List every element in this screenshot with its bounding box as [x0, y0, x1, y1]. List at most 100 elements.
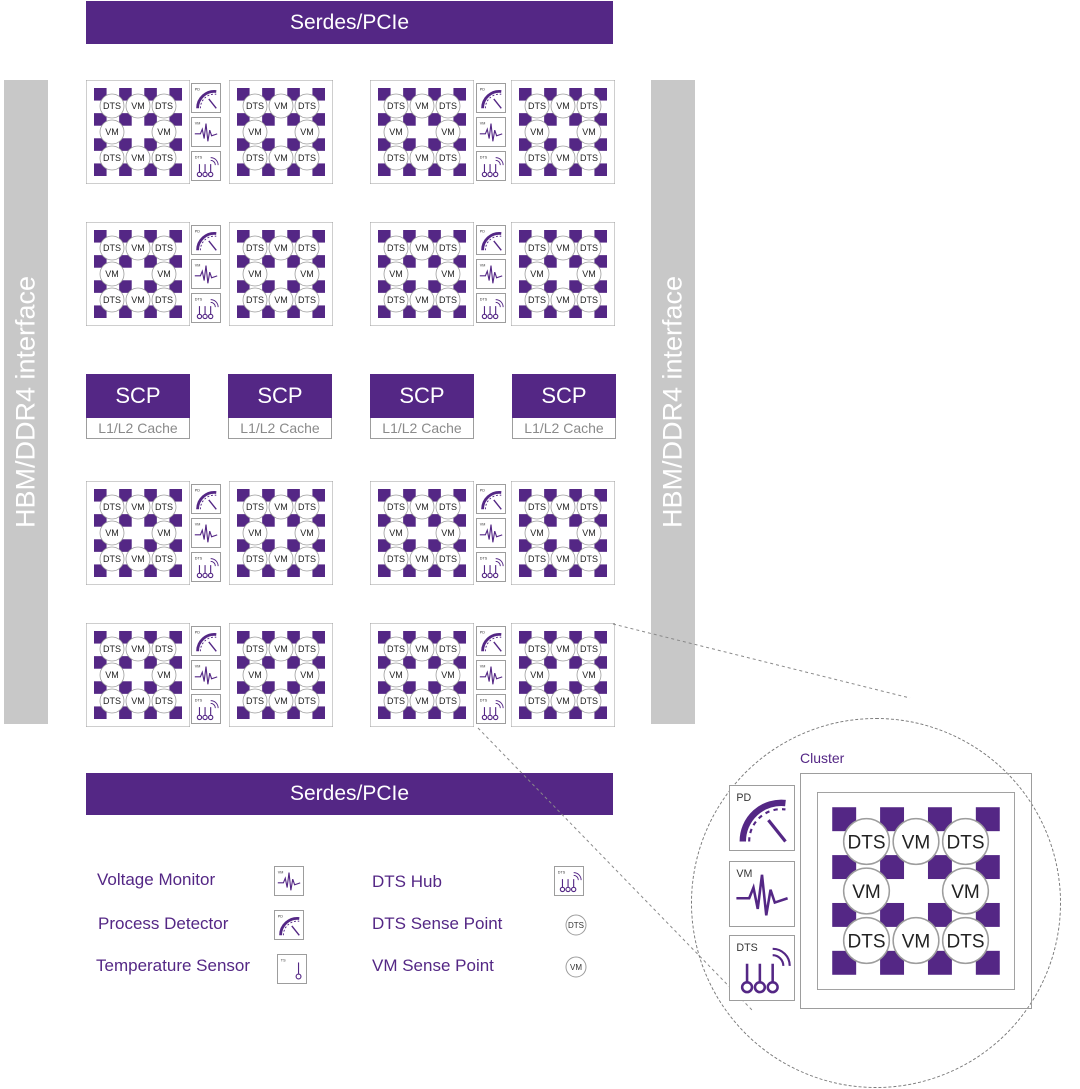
- sense-point-vm: VM: [409, 145, 435, 171]
- svg-text:PD: PD: [195, 489, 200, 493]
- svg-text:DTS: DTS: [298, 153, 316, 163]
- svg-text:VM: VM: [105, 670, 119, 680]
- svg-text:VM: VM: [582, 670, 596, 680]
- sense-point-dts: DTS: [524, 287, 550, 313]
- sense-point-dts: DTS: [242, 688, 268, 714]
- legend-vm-sense-point: VM Sense Point: [372, 956, 494, 975]
- sense-point-vm: VM: [151, 520, 177, 546]
- sense-point-dts: DTS: [941, 817, 990, 866]
- svg-text:DTS: DTS: [439, 554, 457, 564]
- svg-text:VM: VM: [300, 528, 314, 538]
- svg-text:VM: VM: [415, 243, 429, 253]
- svg-text:DTS: DTS: [480, 156, 488, 160]
- svg-text:VM: VM: [389, 528, 403, 538]
- svg-text:VM: VM: [582, 528, 596, 538]
- svg-text:VM: VM: [195, 665, 201, 669]
- sense-point-vm: VM: [576, 261, 602, 287]
- svg-text:DTS: DTS: [155, 554, 173, 564]
- svg-text:VM: VM: [415, 554, 429, 564]
- sense-point-dts: DTS: [99, 145, 125, 171]
- scp-cache-2: L1/L2 Cache: [228, 418, 332, 439]
- sense-point-vm: VM: [409, 546, 435, 572]
- vm-sensor-icon: VM: [191, 518, 221, 548]
- sense-point-vm: VM: [125, 688, 151, 714]
- scp-title-4: SCP: [512, 374, 616, 418]
- sense-point-vm: VM: [125, 145, 151, 171]
- svg-text:DTS: DTS: [246, 644, 264, 654]
- sense-point-vm: VM: [125, 494, 151, 520]
- svg-text:VM: VM: [556, 502, 570, 512]
- sense-point-vm: VM: [892, 916, 940, 965]
- sense-point-vm: VM: [383, 261, 409, 287]
- svg-text:VM: VM: [274, 554, 288, 564]
- svg-text:VM: VM: [570, 963, 582, 972]
- scp-block-4: SCP L1/L2 Cache: [512, 374, 616, 440]
- vm-sensor-icon: VM: [729, 861, 795, 927]
- sense-point-dts: DTS: [151, 494, 177, 520]
- svg-text:VM: VM: [530, 670, 544, 680]
- svg-text:DTS: DTS: [103, 696, 121, 706]
- svg-text:VM: VM: [274, 644, 288, 654]
- svg-text:PD: PD: [195, 230, 200, 234]
- sense-point-dts: DTS: [842, 817, 891, 866]
- svg-text:DTS: DTS: [103, 101, 121, 111]
- svg-text:VM: VM: [480, 523, 486, 527]
- svg-text:VM: VM: [274, 696, 288, 706]
- svg-text:VM: VM: [415, 295, 429, 305]
- sense-point-dts: DTS: [99, 636, 125, 662]
- sense-point-dts: DTS: [99, 93, 125, 119]
- dts-sensor-icon: DTS: [554, 866, 584, 896]
- svg-text:DTS: DTS: [246, 153, 264, 163]
- svg-text:DTS: DTS: [387, 554, 405, 564]
- svg-text:VM: VM: [274, 153, 288, 163]
- pd-sensor-icon: PD: [476, 225, 506, 255]
- sense-point-vm: VM: [294, 261, 320, 287]
- svg-text:DTS: DTS: [528, 153, 546, 163]
- vm-sensor-icon: VM: [476, 518, 506, 548]
- svg-text:DTS: DTS: [528, 644, 546, 654]
- svg-text:VM: VM: [556, 243, 570, 253]
- sense-point-vm: VM: [383, 119, 409, 145]
- dts-sensor-icon: DTS: [476, 293, 506, 323]
- svg-text:VM: VM: [441, 670, 455, 680]
- sense-point-dts: DTS: [576, 494, 602, 520]
- svg-text:DTS: DTS: [103, 554, 121, 564]
- sense-point-dts: DTS: [524, 688, 550, 714]
- sense-point-dts: DTS: [435, 287, 461, 313]
- serdes-pcie-bottom-label: Serdes/PCIe: [289, 782, 410, 805]
- svg-text:VM: VM: [157, 528, 171, 538]
- svg-text:DTS: DTS: [246, 243, 264, 253]
- svg-text:DTS: DTS: [580, 696, 598, 706]
- svg-text:DTS: DTS: [480, 557, 488, 561]
- dts-sensor-icon: DTS: [191, 151, 221, 181]
- svg-text:TS: TS: [281, 959, 286, 963]
- svg-text:VM: VM: [389, 269, 403, 279]
- sense-point-dts: DTS: [524, 235, 550, 261]
- svg-text:DTS: DTS: [298, 696, 316, 706]
- sense-point-dts: DTS: [576, 235, 602, 261]
- sense-point-vm: VM: [151, 662, 177, 688]
- sense-point-vm: VM: [151, 119, 177, 145]
- svg-text:DTS: DTS: [558, 871, 566, 875]
- svg-text:DTS: DTS: [847, 832, 885, 853]
- pd-sensor-icon: PD: [274, 910, 304, 940]
- svg-text:VM: VM: [278, 871, 284, 875]
- svg-text:VM: VM: [736, 868, 752, 880]
- svg-text:DTS: DTS: [155, 295, 173, 305]
- scp-cache-1: L1/L2 Cache: [86, 418, 190, 439]
- dts-sense-point-icon: DTS: [565, 914, 587, 936]
- sense-point-vm: VM: [941, 867, 990, 915]
- dts-sensor-icon: DTS: [191, 694, 221, 724]
- svg-text:DTS: DTS: [439, 243, 457, 253]
- sense-point-vm: VM: [242, 119, 268, 145]
- svg-text:DTS: DTS: [528, 295, 546, 305]
- legend-voltage-monitor: Voltage Monitor: [97, 870, 216, 889]
- sense-point-dts: DTS: [242, 287, 268, 313]
- sense-point-vm: VM: [383, 662, 409, 688]
- svg-text:VM: VM: [131, 696, 145, 706]
- svg-text:PD: PD: [480, 489, 485, 493]
- sense-point-dts: DTS: [242, 494, 268, 520]
- scp-block-2: SCP L1/L2 Cache: [228, 374, 332, 440]
